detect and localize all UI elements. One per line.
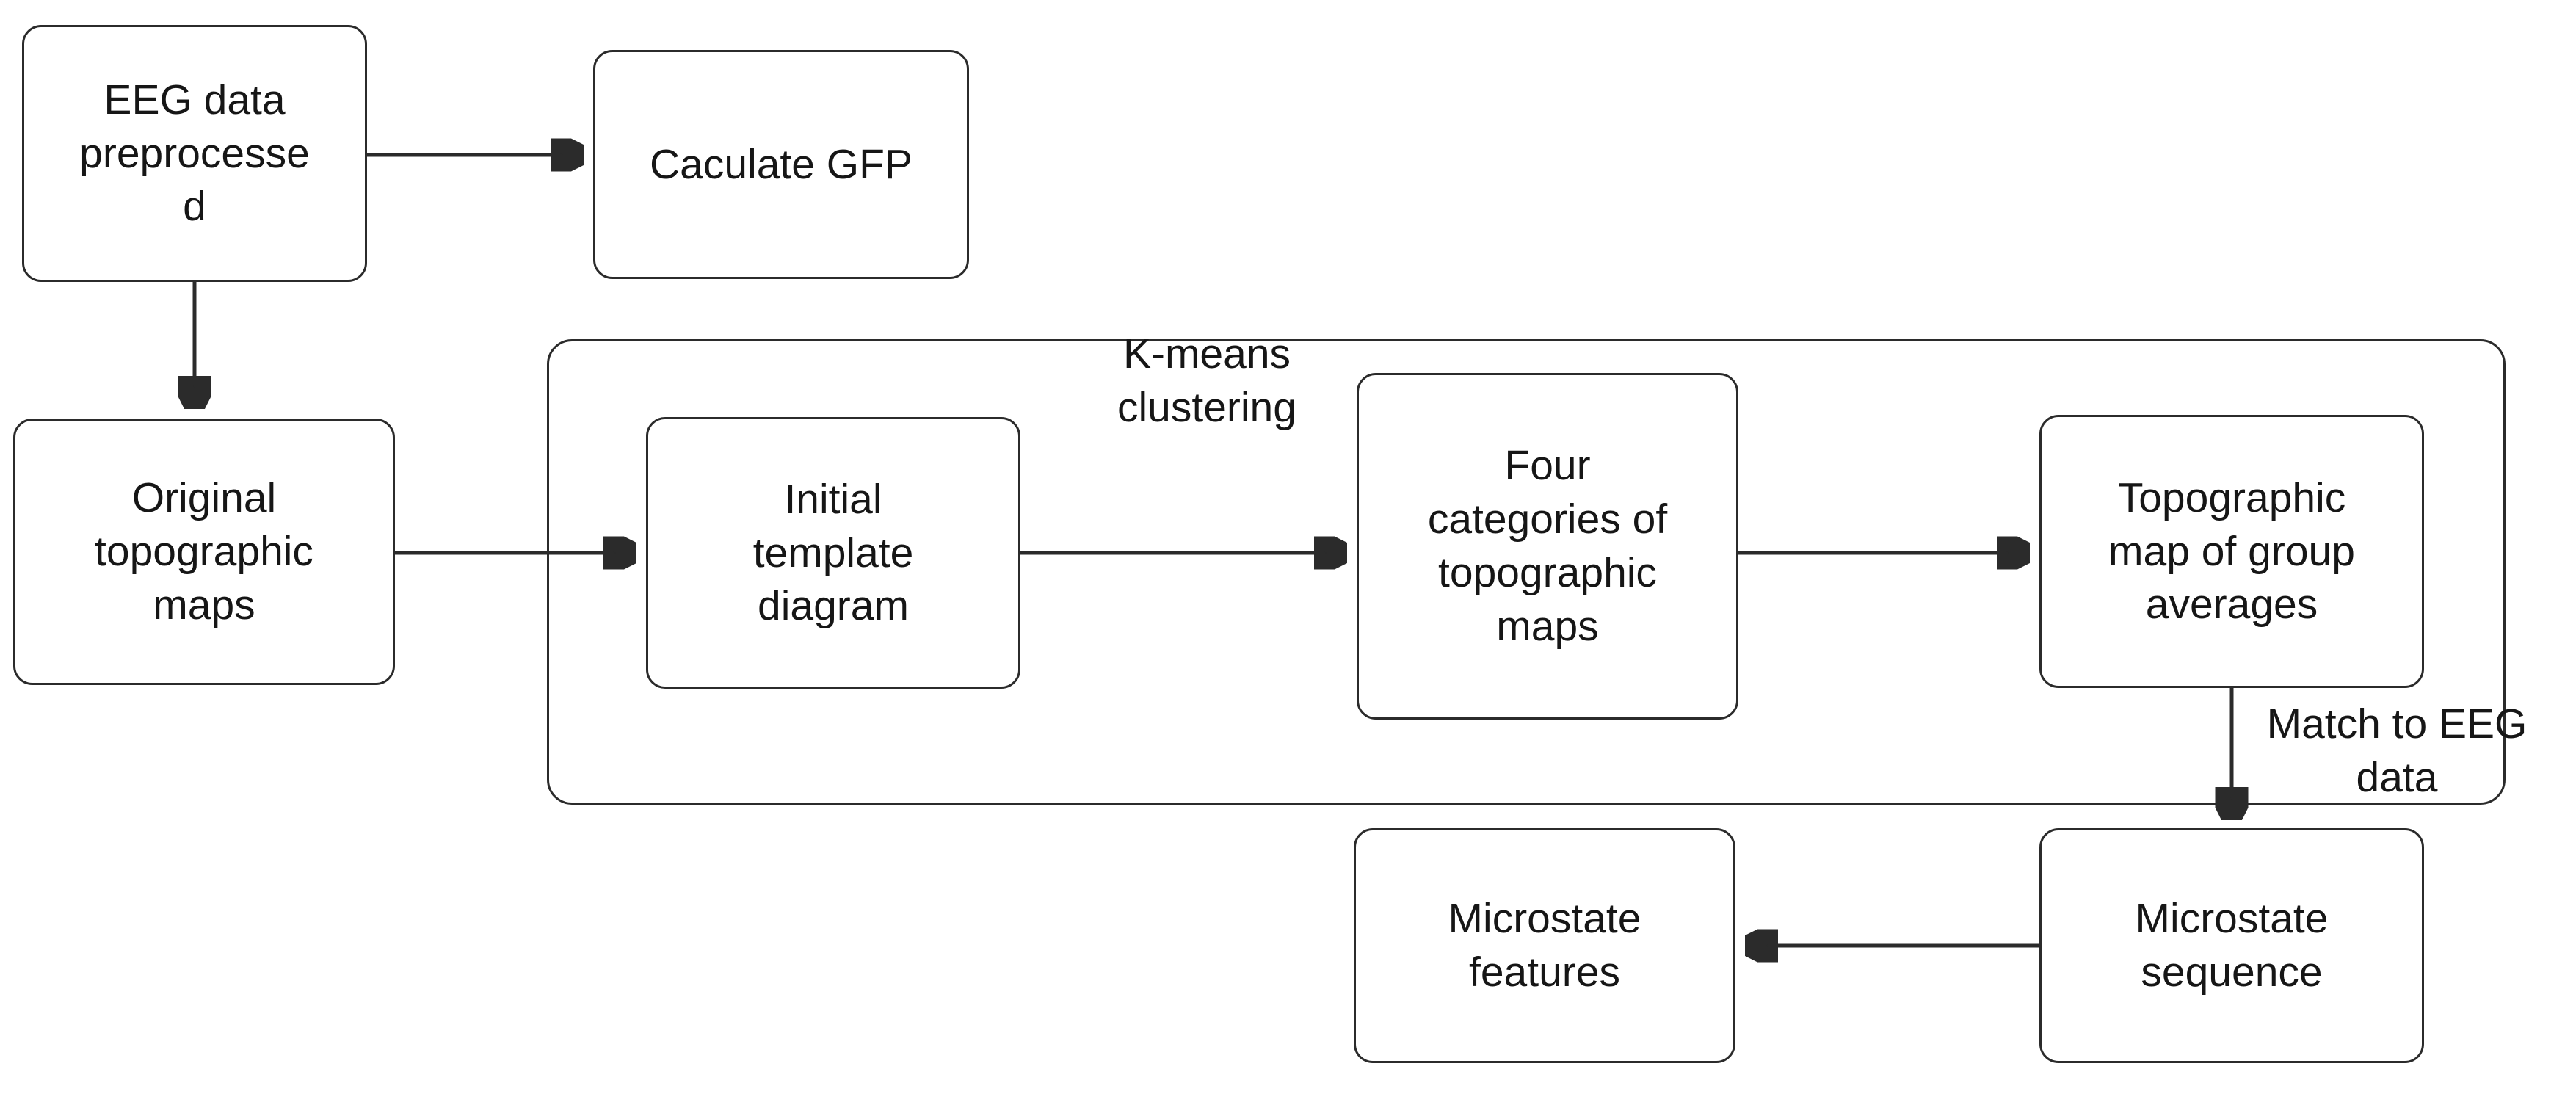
match-to-eeg-data-label: Match to EEG data <box>2266 700 2528 801</box>
node-microstate-features[interactable]: Microstate features <box>1354 828 1735 1063</box>
node-label: Caculate GFP <box>650 140 913 188</box>
node-four-categories-of-topographic-maps[interactable]: Four categories of topographic maps <box>1357 373 1738 720</box>
node-label: Four categories of topographic maps <box>1427 442 1668 650</box>
node-microstate-sequence[interactable]: Microstate sequence <box>2039 828 2424 1063</box>
node-caculate-gfp[interactable]: Caculate GFP <box>593 50 969 279</box>
k-means-clustering-group-box <box>547 339 2506 805</box>
node-label: Topographic map of group averages <box>2108 474 2355 628</box>
node-label: Initial template diagram <box>752 475 914 630</box>
k-means-clustering-label: K-means clustering <box>1117 330 1296 431</box>
node-eeg-data-preprocessed[interactable]: EEG data preprocesse d <box>22 25 367 282</box>
node-initial-template-diagram[interactable]: Initial template diagram <box>646 417 1020 689</box>
node-topographic-map-of-group-averages[interactable]: Topographic map of group averages <box>2039 415 2424 688</box>
node-label: Microstate sequence <box>2135 895 2329 996</box>
node-label: EEG data preprocesse d <box>79 76 310 231</box>
node-label: Original topographic maps <box>95 474 313 628</box>
node-original-topographic-maps[interactable]: Original topographic maps <box>13 419 395 685</box>
node-label: Microstate features <box>1448 895 1641 996</box>
